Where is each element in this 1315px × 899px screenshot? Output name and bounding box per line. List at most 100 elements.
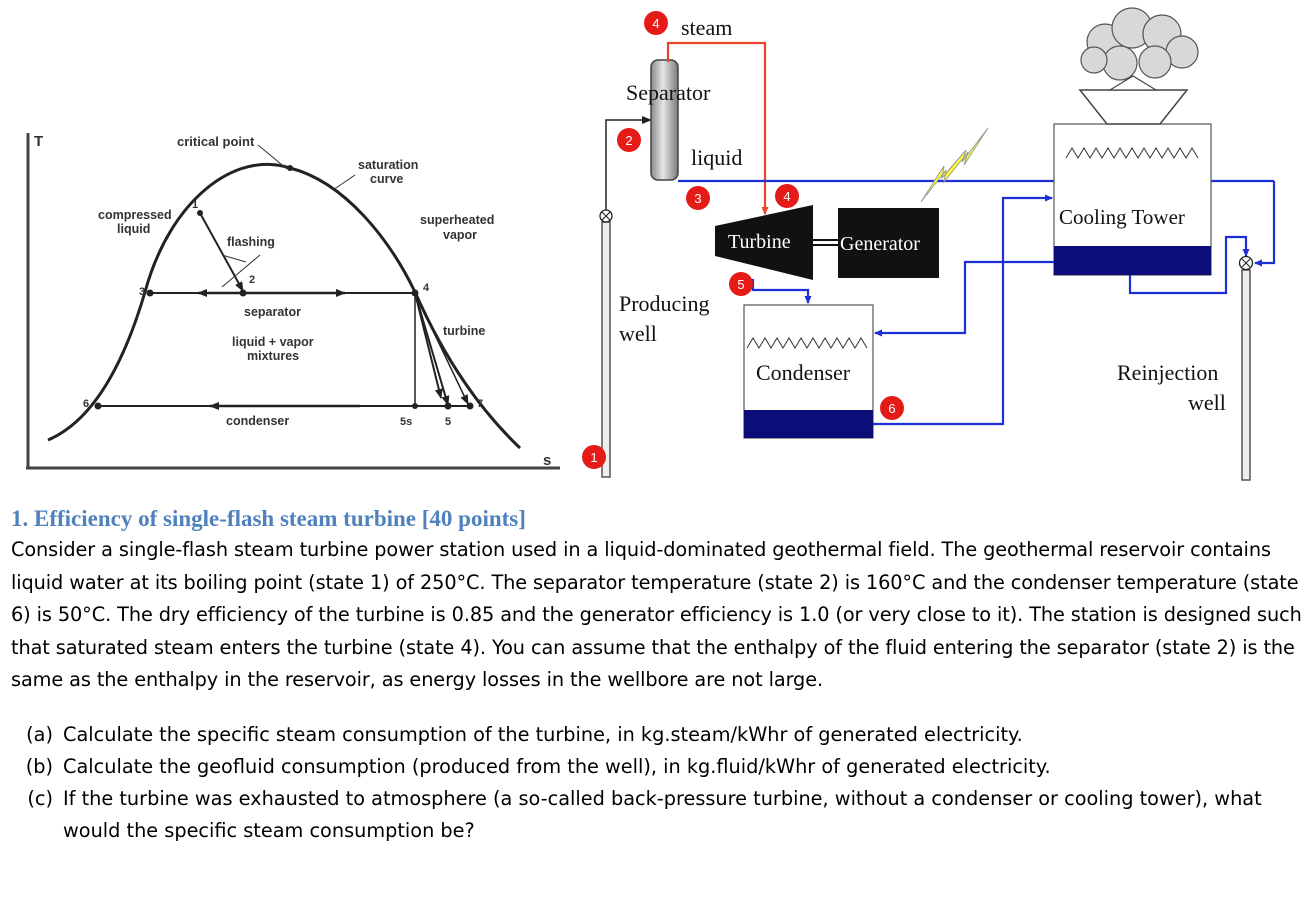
mixtures-label: mixtures (247, 349, 299, 363)
badge-5: 5 (729, 272, 753, 296)
badge-2: 2 (617, 128, 641, 152)
state-point-2 (239, 289, 247, 297)
state-point-5s (412, 403, 418, 409)
svg-text:5: 5 (737, 277, 744, 292)
badge-4-top: 4 (644, 11, 668, 35)
curve-label: curve (370, 172, 403, 186)
svg-text:4: 4 (783, 189, 790, 204)
saturation-curve-leader (332, 174, 356, 191)
condenser-ts-label: condenser (226, 414, 289, 428)
badge-3: 3 (686, 186, 710, 210)
liquid-vapor-label: liquid + vapor (232, 335, 314, 349)
cooling-tower-water (1054, 246, 1211, 275)
s-axis-label: s (543, 452, 551, 469)
svg-text:2: 2 (625, 133, 632, 148)
producing-well-pipe (601, 221, 611, 478)
condenser-to-tower-line (873, 194, 1053, 426)
part-text: Calculate the geofluid consumption (prod… (63, 754, 1051, 778)
turbine-icon (715, 205, 813, 280)
state-label-5: 5 (445, 416, 451, 428)
superheated-label: superheated (420, 213, 494, 227)
state-label-2: 2 (249, 274, 255, 286)
t-axis-label: T (34, 133, 43, 150)
liquid-schematic-label: liquid (691, 145, 742, 170)
reinjection-label: Reinjection (1117, 360, 1218, 385)
saturation-label: saturation (358, 158, 418, 172)
state-label-1: 1 (192, 199, 198, 211)
turbine-expansion-3 (414, 292, 469, 405)
reinjection-well-label: well (1188, 390, 1226, 415)
svg-text:4: 4 (652, 16, 659, 31)
svg-text:1: 1 (590, 450, 597, 465)
state-point-1 (197, 210, 203, 216)
electricity-bolt-icon (920, 127, 989, 203)
flashing-line (199, 212, 244, 292)
critical-point-dot (287, 165, 293, 171)
turbine-expansion-2 (414, 292, 443, 399)
compressed-label: compressed (98, 208, 172, 222)
question-body: Consider a single-flash steam turbine po… (11, 538, 1302, 691)
condenser-water (744, 410, 873, 438)
part-text: Calculate the specific steam consumption… (63, 722, 1023, 746)
wellhead-to-separator-line (605, 116, 652, 210)
flashing-label: flashing (227, 235, 275, 249)
svg-text:3: 3 (694, 191, 701, 206)
part-label: (a) (26, 722, 53, 746)
plant-schematic: Separator liquid steam Turbine Generator… (582, 7, 1276, 481)
vapor-label: vapor (443, 228, 477, 242)
part-text: If the turbine was exhausted to atmosphe… (63, 786, 1262, 842)
turbine-schematic-label: Turbine (728, 231, 791, 253)
state-point-3 (146, 289, 154, 297)
cooling-tower-fan-icon (1078, 89, 1189, 125)
condenser-schematic-label: Condenser (756, 360, 851, 385)
question-title: 1. Efficiency of single-flash steam turb… (11, 506, 526, 531)
part-label: (b) (25, 754, 53, 778)
producing-label: Producing (619, 291, 709, 316)
tower-to-condenser-line (1128, 235, 1250, 295)
question-section: 1. Efficiency of single-flash steam turb… (11, 504, 1306, 847)
separator-schematic-label: Separator (626, 80, 711, 105)
separator-label: separator (244, 305, 301, 319)
critical-point-leader (257, 144, 288, 170)
producing-well-label: well (619, 321, 657, 346)
state-label-3: 3 (139, 286, 145, 298)
generator-box (838, 208, 939, 278)
critical-point-label: critical point (177, 134, 255, 149)
part-c: (c) If the turbine was exhausted to atmo… (11, 783, 1306, 847)
state-point-4 (411, 289, 419, 297)
state-point-5 (444, 402, 452, 410)
steam-cloud-icon (1080, 7, 1199, 81)
state-label-7: 7 (477, 398, 483, 410)
state-point-7 (466, 402, 474, 410)
steam-line (666, 41, 769, 215)
part-label: (c) (27, 786, 53, 810)
state-label-5s: 5s (400, 416, 412, 428)
cooling-tower-spray-icon (1065, 147, 1199, 159)
svg-text:6: 6 (888, 401, 895, 416)
badge-1: 1 (582, 445, 606, 469)
exhaust-line (751, 279, 812, 304)
tower-return-line (874, 260, 1054, 337)
flashing-leader (221, 254, 247, 263)
part-b: (b) Calculate the geofluid consumption (… (11, 751, 1306, 783)
fan-hood-icon (1107, 75, 1159, 91)
reinjection-well-pipe (1241, 269, 1251, 481)
liquid-label: liquid (117, 222, 150, 236)
state-label-4: 4 (423, 282, 430, 294)
question-parts: (a) Calculate the specific steam consump… (11, 719, 1306, 847)
figure: T s critical point saturation curve comp… (26, 7, 1276, 481)
generator-label: Generator (840, 233, 920, 255)
condenser-spray-icon (746, 337, 868, 349)
badge-4-turbine: 4 (775, 184, 799, 208)
separator-leader (221, 254, 261, 288)
liquid-to-reinjection-line (1254, 181, 1276, 267)
turbine-ts-label: turbine (443, 324, 485, 338)
ts-diagram: T s critical point saturation curve comp… (26, 133, 560, 470)
steam-label: steam (681, 15, 732, 40)
state-point-6 (94, 402, 102, 410)
badge-6: 6 (880, 396, 904, 420)
cooling-tower-label: Cooling Tower (1059, 205, 1185, 229)
part-a: (a) Calculate the specific steam consump… (11, 719, 1306, 751)
state-label-6: 6 (83, 398, 89, 410)
separator-vessel (650, 59, 679, 181)
